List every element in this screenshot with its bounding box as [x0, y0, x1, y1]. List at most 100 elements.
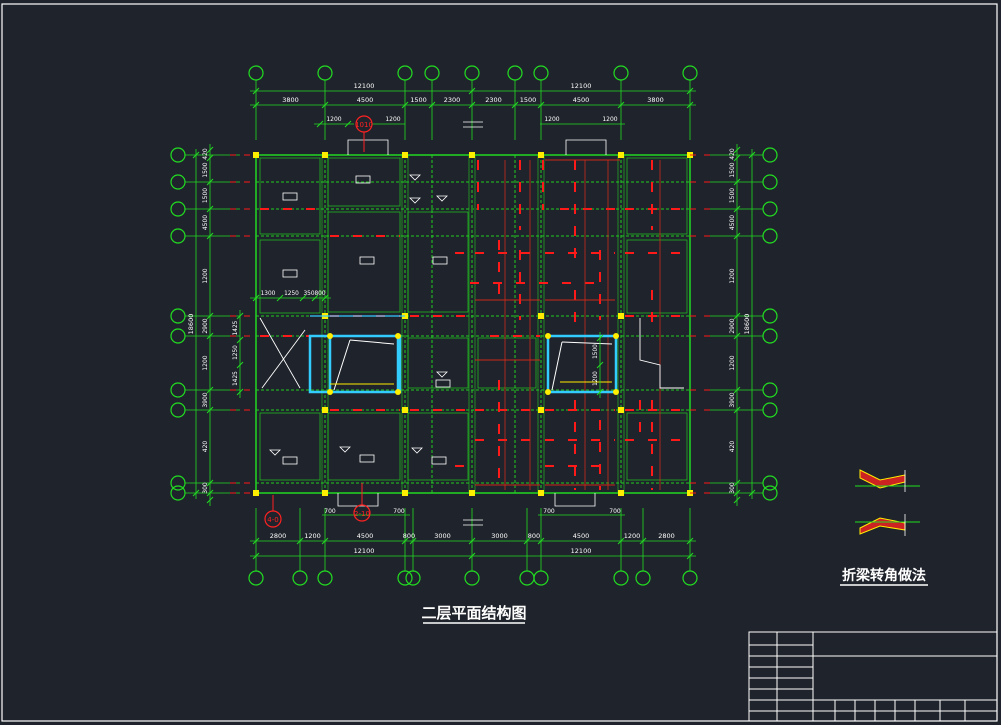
bay-window-top [565, 139, 607, 155]
room-tag-box [359, 256, 375, 265]
dim-tick [639, 537, 647, 545]
dim-label-v: 300 [202, 482, 209, 494]
dim-tick [206, 146, 214, 154]
dim-label-v: 1200 [729, 268, 736, 283]
dim-label-v: 3900 [729, 392, 736, 407]
dim-tick [236, 388, 244, 396]
dim-tick [321, 101, 329, 109]
dim-label: 3000 [491, 532, 508, 540]
column [402, 407, 408, 413]
callout-top-label: 1010 [355, 121, 373, 129]
dim-tick [748, 151, 756, 159]
room-tag-box [432, 256, 448, 265]
stair-flight [561, 341, 613, 345]
room-outline [626, 412, 688, 481]
dim-tick [252, 552, 260, 560]
dim-label: 1200 [544, 116, 559, 123]
dim-tick [686, 87, 694, 95]
dim-tick [236, 361, 244, 369]
dim-label-v: 1425 [233, 371, 239, 386]
dim-label: 350 [303, 291, 314, 297]
dim-label-v: 4500 [729, 215, 736, 230]
room-tag-box [359, 454, 375, 463]
dim-tick [344, 120, 352, 128]
dim-label-v: 18600 [187, 314, 195, 335]
dim-label: 3800 [282, 96, 299, 104]
room-tag-box [282, 269, 298, 278]
dim-label-v: 1500 [729, 188, 736, 203]
stair-column [327, 389, 333, 395]
dim-tick [468, 552, 476, 560]
room-outline [327, 211, 401, 313]
dim-tick [468, 101, 476, 109]
stair-column [613, 389, 619, 395]
dim-tick [206, 205, 214, 213]
column [469, 490, 475, 496]
dim-tick [409, 537, 417, 545]
room-outline [477, 337, 537, 389]
dim-tick [733, 232, 741, 240]
dim-tick [733, 406, 741, 414]
dim-tick [252, 537, 260, 545]
dim-tick [252, 294, 260, 302]
dim-tick [206, 312, 214, 320]
dim-label: 800 [314, 291, 325, 297]
dim-label: 800 [528, 532, 540, 540]
dim-label: 700 [609, 508, 621, 515]
column [402, 152, 408, 158]
dim-label-v: 1500 [202, 188, 209, 203]
dim-tick [733, 489, 741, 497]
dim-label: 4500 [573, 532, 590, 540]
dim-tick [192, 489, 200, 497]
detail-sketch-1 [855, 469, 920, 492]
stair-column [613, 333, 619, 339]
dim-tick [686, 537, 694, 545]
stair-flight [349, 339, 395, 345]
stair-flight [333, 339, 351, 391]
dim-label: 4500 [573, 96, 590, 104]
column [618, 407, 624, 413]
dim-label: 12100 [571, 547, 592, 555]
room-outline [407, 337, 469, 389]
dim-label: 700 [324, 508, 336, 515]
dim-label-v: 2900 [202, 318, 209, 333]
dim-tick [468, 87, 476, 95]
room-outline [407, 412, 469, 481]
callout-bottom-left: 4-0 [264, 495, 282, 528]
dim-tick [321, 294, 329, 302]
callout-top: 1010 [355, 115, 373, 152]
dim-tick [537, 537, 545, 545]
dim-label: 12100 [571, 82, 592, 90]
dim-label-v: 300 [729, 482, 736, 494]
column [538, 407, 544, 413]
dim-tick [206, 178, 214, 186]
dim-label: 1500 [410, 96, 427, 104]
slab-mark [409, 174, 421, 181]
room-tag-box [431, 456, 447, 465]
dim-label: 2800 [658, 532, 675, 540]
dim-tick [401, 537, 409, 545]
slab-mark [436, 195, 448, 202]
dim-label-v: 420 [729, 441, 736, 453]
column [538, 152, 544, 158]
detail-sketch-2 [855, 514, 920, 536]
dim-tick [236, 312, 244, 320]
dim-tick [192, 151, 200, 159]
room-tag-box [355, 175, 371, 184]
dim-label-v: 1200 [593, 371, 599, 386]
slab-mark [339, 446, 351, 453]
dim-tick [686, 552, 694, 560]
dim-tick [733, 312, 741, 320]
stair-flight [259, 317, 301, 389]
dim-label: 3000 [434, 532, 451, 540]
dim-label: 700 [543, 508, 555, 515]
slab-mark [409, 197, 421, 204]
column [618, 490, 624, 496]
stair-flight [261, 329, 306, 389]
column [322, 490, 328, 496]
dim-tick [468, 537, 476, 545]
column [322, 407, 328, 413]
callout-bottom-mid: 2-10 [353, 483, 371, 522]
dim-label: 2800 [270, 532, 287, 540]
